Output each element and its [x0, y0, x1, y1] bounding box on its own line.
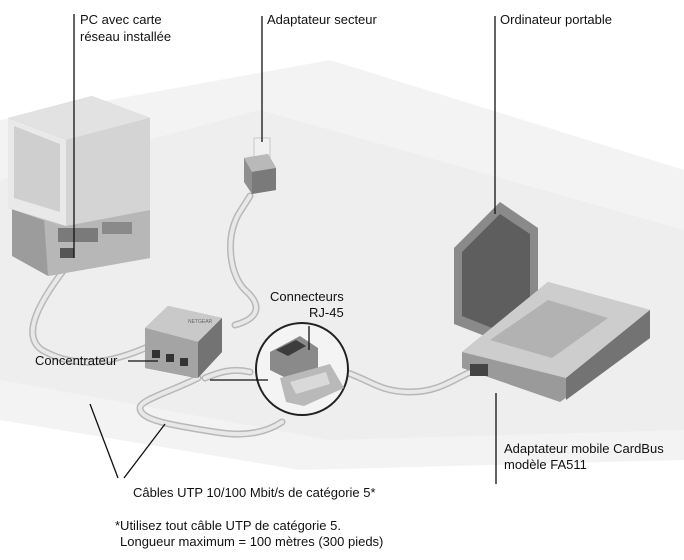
- leader-lines: [73, 14, 497, 484]
- hub-brand-text: NETGEAR: [188, 319, 213, 325]
- cardbus-label-line2: modèle FA511: [504, 457, 587, 472]
- cardbus-label-line1: Adaptateur mobile CardBus: [504, 441, 664, 456]
- connectors-label-line1: Connecteurs: [270, 289, 344, 304]
- laptop-illustration: [454, 202, 650, 402]
- footnote-line1: *Utilisez tout câble UTP de catégorie 5.: [115, 518, 341, 533]
- hub-label: Concentrateur: [35, 353, 118, 368]
- laptop-label: Ordinateur portable: [500, 12, 613, 27]
- hub-illustration: NETGEAR: [145, 306, 222, 378]
- pc-label-line1: PC avec carte: [80, 12, 162, 27]
- power-adapter-label: Adaptateur secteur: [267, 12, 377, 27]
- cables-label: Câbles UTP 10/100 Mbit/s de catégorie 5*: [133, 485, 376, 500]
- power-adapter-illustration: [244, 137, 276, 194]
- pc-illustration: [8, 96, 150, 276]
- rj45-magnifier: [255, 322, 349, 416]
- pc-label-line2: réseau installée: [80, 29, 172, 44]
- footnote-line2: Longueur maximum = 100 mètres (300 pieds…: [120, 534, 384, 549]
- utp-cables: [29, 192, 479, 438]
- connectors-label-line2: RJ-45: [309, 305, 344, 320]
